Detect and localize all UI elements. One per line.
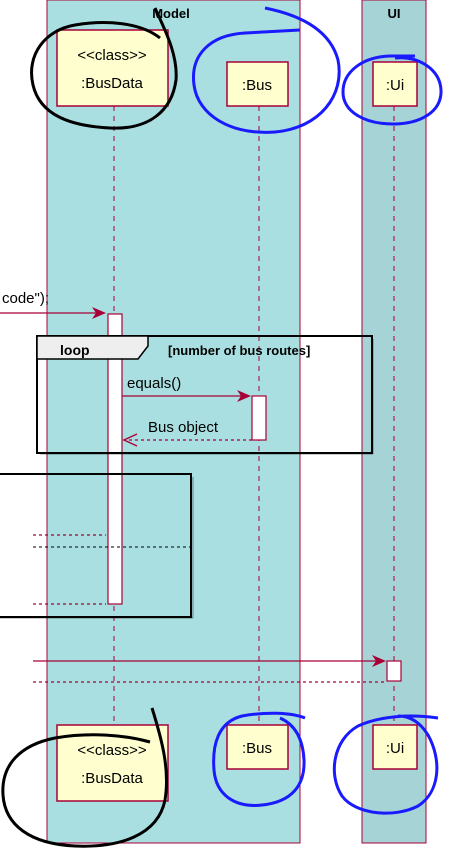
model-box-title: Model [152, 6, 190, 21]
ui-name-bottom: :Ui [386, 740, 404, 757]
busdata-activation [107, 313, 123, 605]
loop-guard: [number of bus routes] [168, 343, 310, 358]
participant-ui-bottom: :Ui [372, 724, 418, 770]
busdata-stereotype: <<class>> [77, 47, 146, 64]
participant-bus-top: :Bus [226, 61, 289, 107]
loop-fragment [36, 335, 373, 454]
ui-activation [386, 660, 402, 682]
busdata-stereotype-bottom: <<class>> [77, 742, 146, 759]
bus-top-blue-circle [192, 6, 341, 134]
busdata-name: :BusData [81, 75, 143, 92]
equals-message-label: equals() [127, 375, 181, 392]
bus-object-return-arrowhead [122, 433, 138, 447]
incoming-message-label: code"); [2, 290, 49, 307]
participant-busdata-top: <<class>> :BusData [56, 29, 169, 107]
ui-bottom-blue-circle [332, 714, 439, 815]
bus-activation [251, 395, 267, 441]
ui-top-blue-circle [341, 54, 443, 126]
participant-ui-top: :Ui [372, 61, 418, 107]
bus-name: :Bus [242, 77, 272, 94]
ui-name: :Ui [386, 77, 404, 94]
participant-busdata-bottom: <<class>> :BusData [56, 724, 169, 802]
bus-bottom-blue-circle [212, 711, 306, 807]
busdata-top-black-circle [30, 7, 178, 130]
incoming-arrowhead [92, 307, 106, 319]
participant-bus-bottom: :Bus [226, 724, 289, 770]
bus-name-bottom: :Bus [242, 740, 272, 757]
second-fragment [0, 473, 192, 618]
equals-arrowhead [237, 390, 251, 402]
loop-label-tab [36, 335, 149, 360]
loop-keyword: loop [60, 342, 90, 358]
bus-object-label: Bus object [148, 419, 219, 436]
ui-message-arrowhead [372, 655, 386, 667]
ui-box-title: UI [388, 6, 401, 21]
busdata-bottom-black-circle [1, 707, 169, 848]
busdata-name-bottom: :BusData [81, 770, 143, 787]
